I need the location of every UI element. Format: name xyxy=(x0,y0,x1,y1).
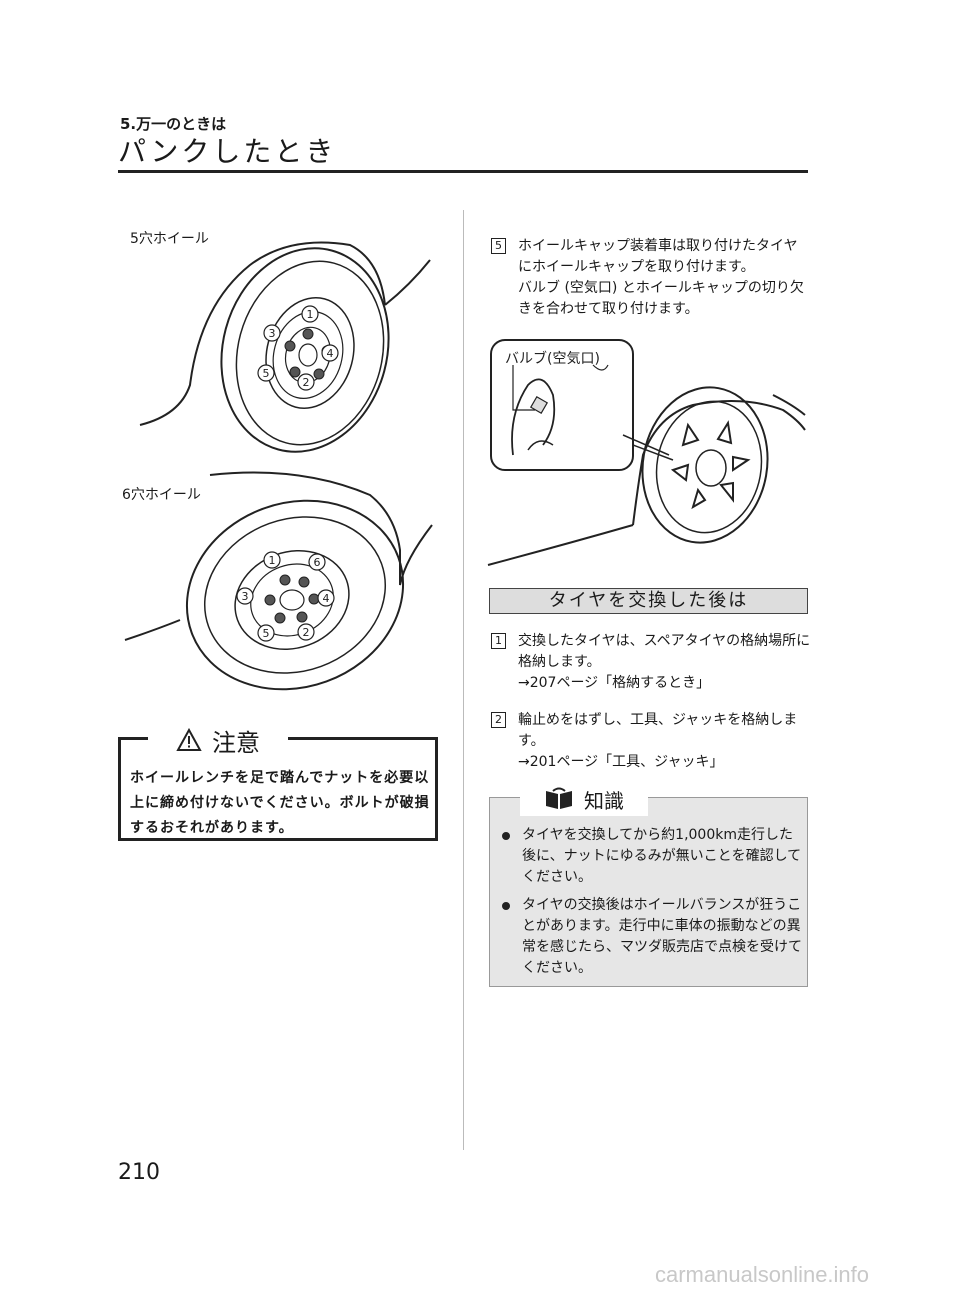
callout-1: 1 xyxy=(269,554,276,567)
callout-5: 5 xyxy=(263,627,270,640)
knowledge-item: タイヤの交換後はホイールバランスが狂うことがあります。走行中に車体の振動などの異… xyxy=(497,895,802,979)
step-5: 5 ホイールキャップ装着車は取り付けたタイヤにホイールキャップを取り付けます。 … xyxy=(491,236,811,320)
caution-text: ホイールレンチを足で踏んでナットを必要以上に締め付けないでください。ボルトが破損… xyxy=(130,770,430,836)
page-reference: →201ページ「工具、ジャッキ」 xyxy=(518,754,724,770)
knowledge-title: 知識 xyxy=(584,788,624,813)
step-number-box: 1 xyxy=(491,633,506,649)
page-number: 210 xyxy=(118,1160,160,1185)
knowledge-item: タイヤを交換してから約1,000km走行した後に、ナットにゆるみが無いことを確認… xyxy=(497,825,802,888)
five-hole-wheel-label: 5穴ホイール xyxy=(130,231,209,247)
knowledge-box xyxy=(489,797,808,987)
callout-4: 4 xyxy=(327,347,334,360)
section-label: 5.万一のときは xyxy=(120,115,227,133)
callout-6: 6 xyxy=(314,556,321,569)
knowledge-header: 知識 xyxy=(520,782,648,816)
step-number-box: 5 xyxy=(491,238,506,254)
after-step-2-text: 輪止めをはずし、工具、ジャッキを格納します。 xyxy=(518,712,798,749)
watermark: carmanualsonline.info xyxy=(655,1262,870,1287)
callout-3: 3 xyxy=(242,590,249,603)
step-number-box: 2 xyxy=(491,712,506,728)
caution-header: 注意 xyxy=(148,724,288,757)
callout-3: 3 xyxy=(269,327,276,340)
title-divider xyxy=(118,170,808,173)
after-step-2: 2 輪止めをはずし、工具、ジャッキを格納します。 →201ページ「工具、ジャッキ… xyxy=(491,710,811,773)
warning-icon xyxy=(176,728,202,751)
knowledge-item-text: タイヤの交換後はホイールバランスが狂うことがあります。走行中に車体の振動などの異… xyxy=(522,897,802,976)
caution-title: 注意 xyxy=(212,728,260,757)
knowledge-item-text: タイヤを交換してから約1,000km走行した後に、ナットにゆるみが無いことを確認… xyxy=(522,827,802,885)
five-hole-wheel-illustration: 1 4 2 5 3 xyxy=(139,241,431,453)
book-icon xyxy=(546,787,572,809)
after-replacement-heading: タイヤを交換した後は xyxy=(489,588,808,614)
callout-2: 2 xyxy=(303,626,310,639)
six-hole-wheel-label: 6穴ホイール xyxy=(122,487,201,503)
after-step-1-text: 交換したタイヤは、スペアタイヤの格納場所に格納します。 xyxy=(518,633,811,670)
bullet-icon xyxy=(502,832,510,840)
wheel-cap-illustration: バルブ(空気口) xyxy=(487,339,806,566)
callout-5: 5 xyxy=(263,367,270,380)
callout-1: 1 xyxy=(307,308,314,321)
column-divider xyxy=(463,210,464,1150)
valve-label: バルブ(空気口) xyxy=(505,350,600,367)
six-hole-wheel-illustration: 1 6 4 2 5 3 xyxy=(124,471,433,691)
after-step-1: 1 交換したタイヤは、スペアタイヤの格納場所に格納します。 →207ページ「格納… xyxy=(491,631,811,694)
page-title: パンクしたとき xyxy=(118,135,337,168)
page-reference: →207ページ「格納するとき」 xyxy=(518,675,711,691)
bullet-icon xyxy=(502,902,510,910)
step-5-text: ホイールキャップ装着車は取り付けたタイヤにホイールキャップを取り付けます。 xyxy=(518,238,798,275)
step-5-text-2: バルブ (空気口) とホイールキャップの切り欠きを合わせて取り付けます。 xyxy=(518,280,804,317)
callout-2: 2 xyxy=(303,376,310,389)
callout-4: 4 xyxy=(323,592,330,605)
